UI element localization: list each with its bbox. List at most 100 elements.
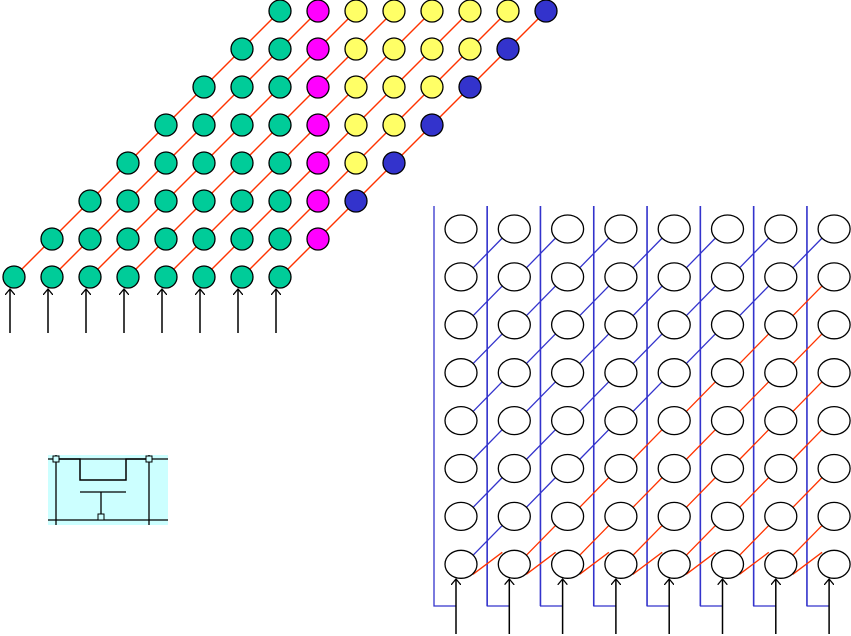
processing-cell xyxy=(657,405,691,436)
processing-cell-green xyxy=(268,75,292,99)
processing-cell-magenta xyxy=(306,189,330,213)
processing-cell-green xyxy=(268,227,292,251)
processing-cell-green xyxy=(268,113,292,137)
processing-cell xyxy=(710,501,745,532)
processing-cell xyxy=(764,262,798,292)
processing-cell xyxy=(444,310,478,340)
diagonal-link xyxy=(632,551,663,575)
column-bus xyxy=(433,206,456,607)
diagonal-link xyxy=(685,285,716,317)
diagonal-link xyxy=(472,381,503,413)
processing-cell xyxy=(604,262,638,292)
processing-cell xyxy=(710,453,745,484)
diagonal-link xyxy=(579,285,610,317)
processing-cell-magenta xyxy=(306,227,330,251)
processing-cell-yellow xyxy=(420,0,444,23)
diagonal-link xyxy=(685,237,716,269)
processing-cell xyxy=(657,358,691,388)
diagonal-link xyxy=(739,551,770,575)
processing-cell-green xyxy=(78,265,102,289)
processing-cell xyxy=(710,262,745,292)
diagonal-link xyxy=(579,477,610,508)
processing-cell-blue xyxy=(344,189,368,213)
processing-cell xyxy=(550,453,585,484)
processing-cell xyxy=(444,501,478,532)
diagonal-link xyxy=(632,429,663,460)
processing-cell-magenta xyxy=(306,151,330,175)
processing-cell-magenta xyxy=(306,75,330,99)
processing-cell xyxy=(604,405,638,436)
processing-cell-green xyxy=(40,265,64,289)
processing-cell xyxy=(657,310,691,340)
processing-cell xyxy=(764,453,798,484)
diagonal-link xyxy=(739,524,770,556)
processing-cell-blue xyxy=(496,37,520,61)
processing-cell-green xyxy=(78,189,102,213)
processing-cell-green xyxy=(230,113,254,137)
diagonal-link xyxy=(579,429,610,460)
diagonal-link xyxy=(472,429,503,460)
column-bus xyxy=(539,206,563,607)
diagonal-link xyxy=(792,551,823,575)
processing-cell xyxy=(604,453,638,484)
processing-cell xyxy=(710,310,745,340)
processing-cell xyxy=(497,262,531,292)
square-array-inputs xyxy=(456,580,829,634)
processing-cell xyxy=(657,501,691,532)
symbol-background xyxy=(48,455,168,525)
column-bus xyxy=(486,206,510,607)
processing-cell xyxy=(817,549,851,579)
processing-cell xyxy=(710,549,745,579)
diagonal-link xyxy=(525,477,557,508)
processing-cell-green xyxy=(78,227,102,251)
processing-cell-green xyxy=(154,265,178,289)
diagonal-link xyxy=(472,333,503,365)
diagonal-link xyxy=(792,429,823,460)
processing-cell-green xyxy=(116,189,140,213)
processing-cell xyxy=(444,405,478,436)
column-bus xyxy=(806,206,830,607)
processing-cell-green xyxy=(230,151,254,175)
processing-cell xyxy=(444,262,478,292)
processing-cell xyxy=(817,214,851,244)
diagonal-link xyxy=(579,333,610,365)
processing-cell-blue xyxy=(382,151,406,175)
processing-cell xyxy=(444,453,478,484)
processing-cell-green xyxy=(2,265,26,289)
processing-cell-magenta xyxy=(306,0,330,23)
processing-cell xyxy=(604,358,638,388)
processing-cell xyxy=(817,405,851,436)
processing-cell xyxy=(710,405,745,436)
processing-cell-green xyxy=(192,189,216,213)
processing-cell xyxy=(550,262,585,292)
processing-cell-green xyxy=(268,265,292,289)
diagonal-link xyxy=(579,381,610,413)
processing-cell xyxy=(817,310,851,340)
column-bus xyxy=(593,206,616,607)
processing-cell xyxy=(497,405,531,436)
processing-cell xyxy=(764,358,798,388)
diagonal-link xyxy=(685,551,716,575)
processing-cell xyxy=(604,501,638,532)
diagonal-link xyxy=(579,524,610,556)
processing-cell-green xyxy=(154,227,178,251)
processing-cell xyxy=(550,549,585,579)
processing-cell xyxy=(817,453,851,484)
diagonal-link xyxy=(579,551,610,575)
diagonal-link xyxy=(632,477,663,508)
processing-cell xyxy=(497,453,531,484)
diagonal-link xyxy=(685,381,716,413)
processing-cell-yellow xyxy=(344,75,368,99)
processing-cell xyxy=(657,262,691,292)
processing-cell xyxy=(657,549,691,579)
diagonal-link xyxy=(792,381,823,413)
diagonal-link xyxy=(792,524,823,556)
diagonal-link xyxy=(685,524,716,556)
processing-cell-green xyxy=(230,227,254,251)
processing-cell-green xyxy=(268,189,292,213)
processing-cell xyxy=(604,549,638,579)
column-bus xyxy=(646,206,670,607)
processing-cell xyxy=(550,405,585,436)
processing-cell xyxy=(550,214,585,244)
diagonal-link xyxy=(472,237,503,269)
